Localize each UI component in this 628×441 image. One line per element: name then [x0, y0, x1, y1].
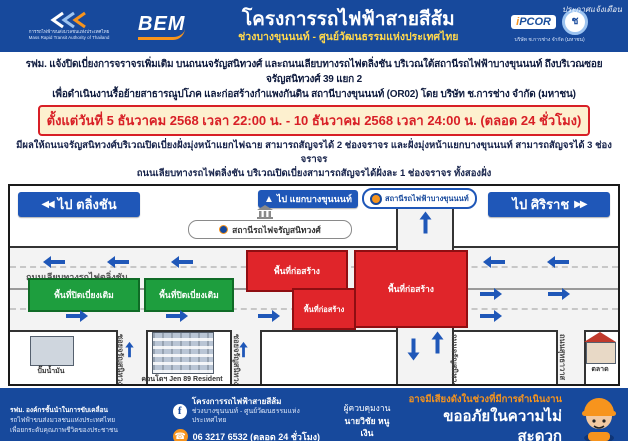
traffic-arrow-right: [258, 310, 280, 323]
traffic-arrow-left: [114, 260, 129, 265]
traffic-arrow-left: [554, 260, 569, 265]
mrta-name-th: การรถไฟฟ้าขนส่งมวลชนแห่งประเทศไทย: [28, 29, 110, 35]
vision-line-1: รฟม. องค์กรชั้นนำในการขับเคลื่อน: [10, 406, 108, 414]
page-title: โครงการรถไฟฟ้าสายสีส้ม: [241, 9, 455, 31]
soi-39-label: ซอยจรัญสนิทวงศ์ 39: [116, 334, 125, 387]
soi-39-road: [116, 330, 148, 385]
ipcor-logo: iPCOR: [511, 14, 556, 29]
double-right-arrow-icon: ▶▶: [574, 199, 587, 211]
construction-zone: พื้นที่ก่อสร้าง: [354, 250, 468, 329]
diversion-zone: พื้นที่ปิดเบี่ยงเดิม: [28, 278, 140, 313]
bem-logo: BEM: [138, 13, 186, 40]
header-bar: การรถไฟฟ้าขนส่งมวลชนแห่งประเทศไทย Mass R…: [0, 0, 628, 52]
construction-zone: พื้นที่ก่อสร้าง: [292, 288, 356, 331]
facebook-row: f โครงการรถไฟฟ้าสายสีส้ม ช่วงบางขุนนนท์ …: [172, 397, 328, 425]
railway-logo-icon: [219, 225, 229, 235]
noise-warning: อาจมีเสียงดังในช่วงที่มีการดำเนินงาน: [408, 394, 562, 406]
footer-bar: รฟม. องค์กรชั้นนำในการขับเคลื่อน รถไฟฟ้า…: [0, 388, 628, 441]
railway-station-sign: สถานีรถไฟจรัญสนิทวงศ์: [188, 220, 352, 240]
traffic-diversion-map: ถนนเลียบทางรถไฟตลิ่งชัน พื้นที่ปิดเบี่ยง…: [8, 184, 620, 387]
gas-station-label: ปั๊มน้ำมัน: [37, 368, 65, 376]
traffic-arrow-up: [128, 347, 131, 358]
market-label: ตลาด: [591, 366, 609, 374]
mrta-name-en: Mass Rapid Transit Authority of Thailand: [28, 35, 110, 40]
facebook-icon: f: [172, 403, 187, 419]
apology-block: อาจมีเสียงดังในช่วงที่มีการดำเนินงาน ขออ…: [407, 394, 619, 441]
traffic-arrow-up: [423, 218, 428, 234]
announcement-section: รฟม. แจ้งปิดเบี่ยงการจราจรเพิ่มเติม บนถน…: [0, 52, 628, 182]
date-banner: ตั้งแต่วันที่ 5 ธันวาคม 2568 เวลา 22:00 …: [38, 105, 590, 136]
traffic-arrow-left: [490, 260, 505, 265]
soi-39-yaek-2-label: ซอยจรัญสนิทวงศ์ 39 แยก 2: [232, 334, 241, 387]
charan-road-label: ถนนจรัญสนิทวงศ์: [450, 334, 459, 387]
gas-station-building: [30, 336, 74, 367]
condo-label: คอนโดฯ Jen 89 Resident: [141, 376, 223, 384]
notice-tag: ประกาศแจ้งเตือน: [561, 5, 622, 14]
condo-building: [152, 332, 214, 375]
mrta-chevrons-icon: [47, 11, 91, 29]
traffic-arrow-right: [548, 288, 570, 301]
supervisor-title: ผู้ควบคุมงาน: [343, 402, 391, 413]
ck-caption: บริษัท ช.การช่าง จำกัด (มหาชน): [514, 36, 585, 43]
phone-row: ☎ 06 3217 6532 (ตลอด 24 ชั่วโมง): [172, 429, 328, 441]
phone-number: 06 3217 6532 (ตลอด 24 ชั่วโมง): [192, 431, 321, 441]
double-left-arrow-icon: ◀◀: [41, 199, 54, 211]
up-arrow-icon: ▲: [264, 193, 274, 205]
traffic-arrow-right: [480, 288, 502, 301]
facebook-line-1: โครงการรถไฟฟ้าสายสีส้ม: [191, 397, 282, 407]
announcement-line-1: รฟม. แจ้งปิดเบี่ยงการจราจรเพิ่มเติม บนถน…: [25, 59, 603, 85]
traffic-arrow-up: [242, 347, 245, 358]
traffic-arrow-right: [166, 310, 188, 323]
direction-sign-bang-khun-non-junction: ▲ ไป แยกบางขุนนนท์: [258, 190, 358, 209]
railway-station-building-icon: [256, 205, 274, 224]
announcement-note-2: ถนนเลียบทางรถไฟตลิ่งชัน บริเวณปิดเบี่ยงส…: [136, 167, 492, 179]
direction-sign-taling-chan: ◀◀ ไป ตลิ่งชัน: [18, 192, 140, 218]
page-subtitle: ช่วงบางขุนนนท์ - ศูนย์วัฒนธรรมแห่งประเทศ…: [238, 30, 459, 43]
market-roof: [584, 332, 616, 343]
construction-zone: พื้นที่ก่อสร้าง: [246, 250, 348, 293]
worker-mascot-icon: [576, 387, 622, 441]
partner-logos: iPCOR ช บริษัท ช.การช่าง จำกัด (มหาชน): [511, 8, 588, 44]
suthawat-road-label: ถนนสุทธาวาส: [558, 334, 567, 381]
mrt-logo-icon: [370, 192, 382, 205]
mrt-station-sign: สถานีรถไฟฟ้าบางขุนนนท์: [362, 188, 477, 210]
suthawat-road: [556, 330, 586, 385]
announcement-line-2: เพื่อดำเนินงานรื้อย้ายสาธารณูปโภค และก่อ…: [52, 89, 576, 100]
traffic-arrow-down: [411, 338, 416, 354]
vision-line-2: รถไฟฟ้าขนส่งมวลชนแห่งประเทศไทย: [10, 416, 116, 424]
mrt-station-label: สถานีรถไฟฟ้าบางขุนนนท์: [385, 193, 469, 203]
contact-block: f โครงการรถไฟฟ้าสายสีส้ม ช่วงบางขุนนนท์ …: [172, 397, 328, 441]
traffic-arrow-right: [66, 310, 88, 323]
supervisor-name: นายวิชัย หนูเงิน: [344, 415, 390, 439]
traffic-arrow-left: [50, 260, 65, 265]
mrta-vision: รฟม. องค์กรชั้นนำในการขับเคลื่อน รถไฟฟ้า…: [10, 406, 161, 436]
ck-logo: ช: [562, 8, 588, 35]
announcement-note-1: มีผลให้ถนนจรัญสนิทวงศ์บริเวณปิดเบี่ยงฝั่…: [16, 140, 612, 165]
apology-text: ขออภัยในความไม่สะดวก: [443, 408, 562, 441]
market-building: [586, 342, 616, 365]
traffic-arrow-up: [435, 338, 440, 354]
mrta-logo: การรถไฟฟ้าขนส่งมวลชนแห่งประเทศไทย Mass R…: [10, 11, 128, 41]
direction-label: ไป ตลิ่งชัน: [57, 197, 117, 213]
soi-39-yaek-2-road: [230, 330, 262, 385]
direction-sign-siriraj: ไป ศิริราช ▶▶: [488, 192, 610, 218]
vision-line-3: เพื่อยกระดับคุณภาพชีวิตของประชาชน: [10, 426, 118, 434]
road-name-label: ถนนเลียบทางรถไฟตลิ่งชัน: [26, 272, 128, 283]
supervisor-block: ผู้ควบคุมงาน นายวิชัย หนูเงิน: [339, 402, 394, 440]
title-block: โครงการรถไฟฟ้าสายสีส้ม ช่วงบางขุนนนท์ - …: [195, 9, 501, 43]
traffic-arrow-left: [178, 260, 193, 265]
phone-icon: ☎: [172, 429, 188, 441]
direction-label: ไป ศิริราช: [512, 197, 570, 213]
railway-station-label: สถานีรถไฟจรัญสนิทวงศ์: [232, 224, 321, 235]
diversion-zone: พื้นที่ปิดเบี่ยงเดิม: [144, 278, 234, 313]
traffic-arrow-right: [480, 310, 502, 323]
facebook-line-2: ช่วงบางขุนนนท์ - ศูนย์วัฒนธรรมแห่งประเทศ…: [191, 407, 300, 424]
direction-label: ไป แยกบางขุนนนท์: [276, 194, 352, 205]
